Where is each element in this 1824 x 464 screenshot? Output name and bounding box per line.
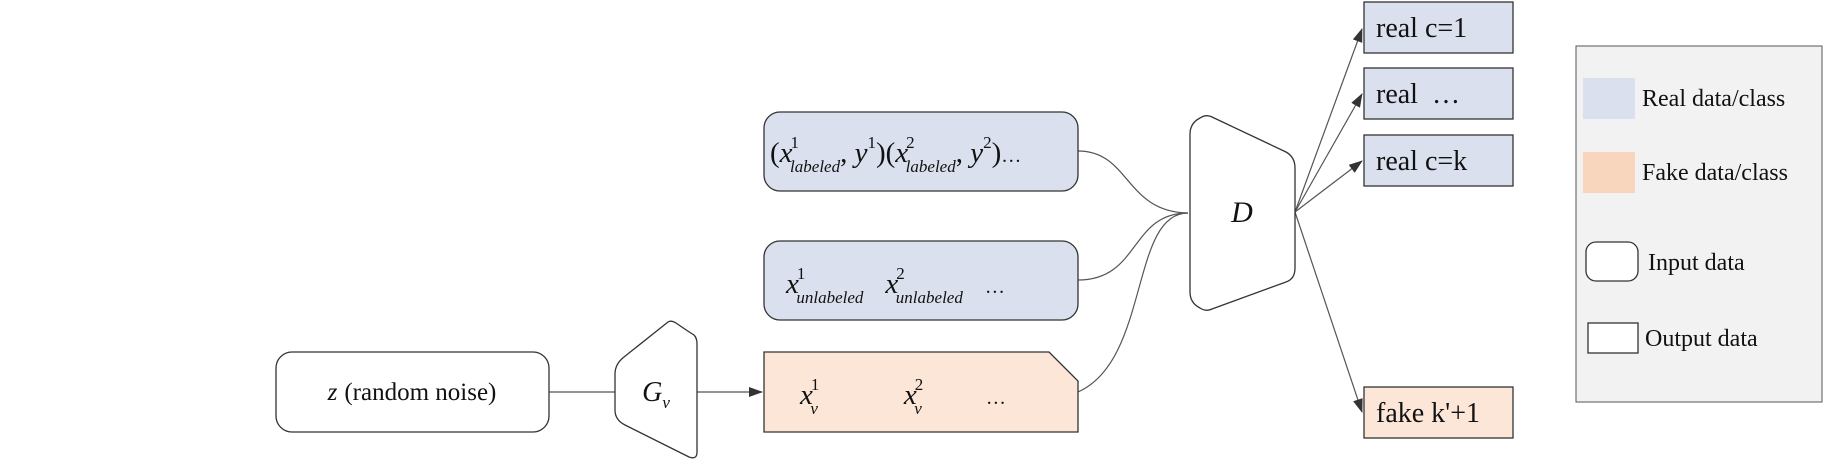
output-real-c1-box	[1363, 1, 1514, 54]
legend-input-swatch	[1585, 241, 1639, 282]
unlabeled-sub2: unlabeled	[896, 288, 964, 307]
output-real-c1-label: real c=1	[1376, 13, 1467, 44]
legend-input-label: Input data	[1648, 250, 1745, 276]
generator-shape	[614, 320, 698, 459]
unlabeled-x2: x	[884, 268, 898, 300]
noise-input-label: z(random noise)	[327, 379, 497, 406]
noise-input-node: z(random noise)	[275, 351, 550, 433]
output-real-dots-label: real …	[1376, 79, 1460, 110]
labeled-y2: y	[967, 137, 983, 169]
generated-ellipsis: …	[986, 387, 1006, 409]
edge-d-to-realk	[1294, 160, 1363, 213]
generator-sub: v	[662, 393, 670, 412]
generated-x1: x	[799, 379, 813, 411]
generated-x2: x	[903, 379, 917, 411]
output-fake-label: fake k'+1	[1376, 398, 1480, 429]
output-fake: fake k'+1	[1363, 386, 1514, 439]
edge-d-to-realdots	[1294, 93, 1363, 213]
labeled-x2: x	[894, 137, 908, 169]
generated-data-box	[763, 351, 1079, 433]
discriminator-shape	[1189, 115, 1296, 311]
legend-fake-swatch	[1583, 152, 1635, 193]
labeled-sup2: 2	[906, 133, 915, 152]
labeled-data-box	[763, 111, 1079, 192]
labeled-y1: y	[852, 137, 868, 169]
labeled-x1: x	[779, 137, 793, 169]
legend-real-label: Real data/class	[1642, 86, 1785, 112]
edge-unlabeled-to-discriminator	[1077, 212, 1189, 281]
output-real-ck-box	[1363, 134, 1514, 187]
labeled-ysup1: 1	[867, 133, 876, 152]
legend: Real data/class Fake data/class Input da…	[1575, 45, 1823, 403]
noise-var: z	[327, 379, 338, 406]
generated-sup2: 2	[915, 375, 924, 394]
discriminator-node: D	[1189, 115, 1296, 311]
edge-d-to-fake	[1294, 211, 1363, 413]
legend-real-swatch	[1583, 78, 1635, 119]
output-real-dots: real …	[1363, 67, 1514, 120]
edge-d-to-real1	[1294, 28, 1363, 213]
output-real-ck-label: real c=k	[1376, 146, 1467, 177]
labeled-ysup2: 2	[983, 133, 992, 152]
unlabeled-data-box	[763, 240, 1079, 321]
labeled-sub1: labeled	[790, 157, 841, 176]
unlabeled-ellipsis: …	[985, 276, 1005, 298]
legend-fake-label: Fake data/class	[1642, 160, 1788, 186]
generated-sub2: v	[914, 399, 922, 418]
noise-text: (random noise)	[344, 379, 496, 406]
discriminator-label: D	[1230, 196, 1253, 229]
noise-input-box	[275, 351, 550, 433]
generated-sup1: 1	[811, 375, 820, 394]
generator-node: Gv	[614, 320, 698, 459]
edge-labeled-to-discriminator	[1077, 150, 1189, 214]
labeled-ellipsis: …	[1001, 145, 1021, 167]
connectors	[549, 28, 1363, 413]
generator-letter: G	[642, 377, 662, 408]
labeled-sub2: labeled	[906, 157, 957, 176]
generator-label: Gv	[642, 377, 670, 412]
unlabeled-sup2: 2	[896, 264, 905, 283]
unlabeled-x1: x	[785, 268, 799, 300]
legend-output-swatch	[1587, 322, 1639, 354]
generated-sub1: v	[810, 399, 818, 418]
labeled-sup1: 1	[791, 133, 800, 152]
output-real-dots-box	[1363, 67, 1514, 120]
output-real-c1: real c=1	[1363, 1, 1514, 54]
edge-generated-to-discriminator	[1077, 212, 1189, 393]
output-fake-box	[1363, 386, 1514, 439]
legend-output-label: Output data	[1645, 326, 1758, 352]
output-real-ck: real c=k	[1363, 134, 1514, 187]
unlabeled-sup1: 1	[797, 264, 806, 283]
unlabeled-sub1: unlabeled	[796, 288, 864, 307]
